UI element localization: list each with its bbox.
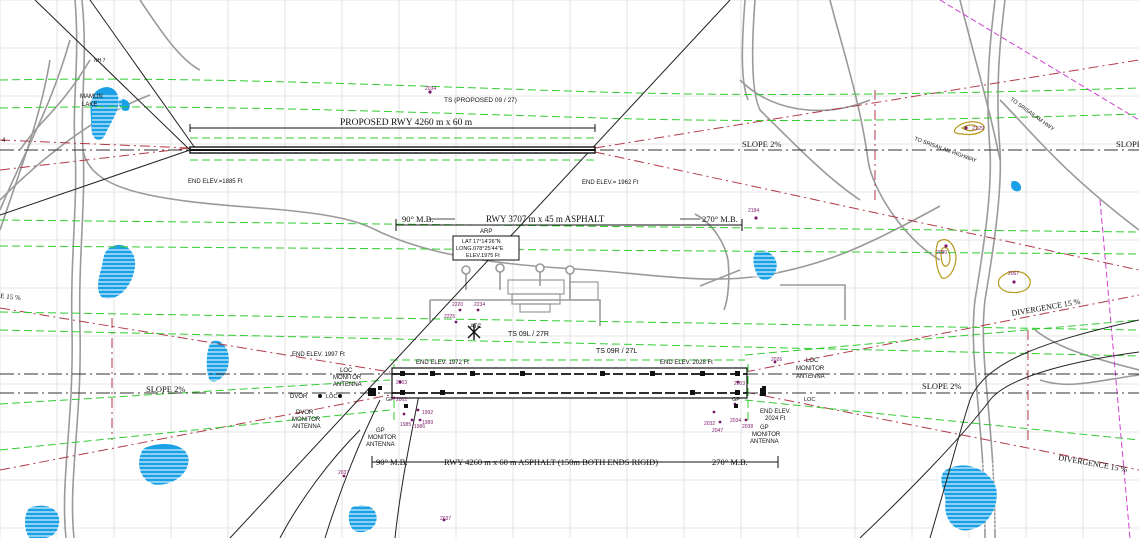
point-2067: 2067 bbox=[1008, 271, 1019, 277]
loc-monitor-right-1: LOC bbox=[806, 358, 819, 364]
navaid-markers bbox=[318, 386, 766, 408]
mb-90-bottom-label: 90° M.B. bbox=[376, 457, 408, 467]
transitional-surface-lines bbox=[0, 78, 1139, 451]
point-2184: 2184 bbox=[748, 208, 759, 214]
arp-box bbox=[452, 235, 520, 261]
rwy-4260-asphalt-label: RWY 4260 m x 60 m ASPHALT (150m BOTH END… bbox=[444, 457, 658, 467]
terminal-apron bbox=[507, 279, 599, 313]
end-elev-1972: END ELEV. 1972 Ft bbox=[416, 360, 469, 366]
point-2220: 2220 bbox=[452, 302, 463, 308]
end-elev-1885: END ELEV.=1885 Ft bbox=[188, 179, 243, 185]
terrain-contours bbox=[935, 121, 1031, 294]
dvor-monitor-3: ANTENNA bbox=[292, 424, 321, 430]
point-2034: 2034 bbox=[425, 86, 436, 92]
runway-centerlines bbox=[0, 149, 1139, 394]
arp-label: ARP bbox=[480, 229, 492, 235]
loc-monitor-left-3: ANTENNA bbox=[333, 382, 362, 388]
rwy-3707-label: RWY 3707 m x 45 m ASPHALT bbox=[486, 214, 605, 224]
point-1985: 1985 bbox=[400, 422, 411, 428]
dvor-monitor-2: MONITOR bbox=[292, 417, 321, 423]
divergence-left: E 15 % bbox=[0, 292, 21, 302]
slope-left-label: SLOPE 2% bbox=[146, 384, 185, 394]
boundary-line bbox=[939, 0, 1139, 538]
point-2037: 2037 bbox=[338, 470, 349, 476]
end-elev-2028: END ELEV. 2028 Ft bbox=[660, 360, 713, 366]
existing-runway-bracket bbox=[395, 219, 743, 231]
left-edge-label: 4 bbox=[2, 138, 6, 144]
ts-proposed-label: TS (PROPOSED 09 / 27) bbox=[444, 97, 517, 104]
point-2038: 2038 bbox=[742, 424, 753, 430]
end-elev-1997: END ELEV. 1997 Ft bbox=[292, 352, 345, 358]
point-2047: 2047 bbox=[712, 428, 723, 434]
road-junctions bbox=[461, 263, 575, 275]
point-2003: 2003 bbox=[396, 380, 407, 386]
point-2037b: 2037 bbox=[440, 516, 451, 522]
gp-monitor-left-1: GP bbox=[376, 428, 385, 434]
loc-monitor-right-3: ANTENNA bbox=[796, 374, 825, 380]
gp-monitor-right-3: ANTENNA bbox=[750, 439, 779, 445]
ts-09r-label: TS 09R / 27L bbox=[596, 348, 637, 355]
point-2003b: 2003 bbox=[734, 381, 745, 387]
atc-icon bbox=[467, 324, 481, 340]
proposed-runway-label: PROPOSED RWY 4260 m x 60 m bbox=[340, 118, 473, 128]
arp-long: LONG.078°25'44"E bbox=[456, 246, 504, 252]
point-2026: 2026 bbox=[771, 357, 782, 363]
mb-270-mid-label: 270° M.B. bbox=[702, 214, 738, 224]
dvor-monitor-1: DVOR bbox=[296, 410, 314, 416]
lake-label-line2: LAKE bbox=[82, 102, 97, 108]
loc-monitor-right-2: MONITOR bbox=[796, 366, 825, 372]
spot-elevations: 2034 2129 2184 2080 2067 2220 2234 2225 … bbox=[338, 86, 1019, 522]
end-elev-2024-line2: 2024 Ft bbox=[765, 416, 786, 422]
arp-lat: LAT 17°14'26"N bbox=[462, 239, 501, 245]
gp-monitor-left-3: ANTENNA bbox=[366, 442, 395, 448]
mb-90-mid-label: 90° M.B. bbox=[402, 214, 434, 224]
loc-monitor-left-1: LOC bbox=[340, 368, 353, 374]
end-elev-1962: END ELEV.= 1962 Ft bbox=[582, 180, 639, 186]
slope-top-label: SLOPE 2% bbox=[742, 139, 781, 149]
main-runway bbox=[368, 367, 779, 468]
slope-right-label: SLOPE 2% bbox=[922, 381, 961, 391]
arp-elev: ELEV.1975 Ft bbox=[466, 253, 500, 259]
gp-monitor-right-1: GP bbox=[760, 425, 769, 431]
dvor-label: DVOR bbox=[290, 394, 308, 400]
atc-label: ATC bbox=[470, 324, 482, 330]
gp-monitor-right-2: MONITOR bbox=[752, 432, 781, 438]
lake-label-line1: MAMUN bbox=[80, 94, 103, 100]
mb-270-bottom-label: 270° M.B. bbox=[712, 457, 748, 467]
point-2002: 2002 bbox=[396, 397, 407, 403]
point-2080: 2080 bbox=[936, 250, 947, 256]
point-1989: 1989 bbox=[422, 420, 433, 426]
gp-monitor-left-2: MONITOR bbox=[368, 435, 397, 441]
point-2129: 2129 bbox=[972, 126, 984, 132]
end-elev-2024-line1: END ELEV. bbox=[760, 409, 791, 415]
loc-monitor-left-2: MONITOR bbox=[333, 375, 362, 381]
loc-right-label: LOC bbox=[804, 397, 815, 403]
srisailam-hwy-label: TO SRISAILAM HWY bbox=[1009, 97, 1055, 133]
ts-09l-label: TS 09L / 27R bbox=[508, 331, 549, 338]
point-2032: 2032 bbox=[704, 421, 715, 427]
point-1986: 1986 bbox=[414, 424, 425, 430]
point-2225: 2225 bbox=[444, 314, 455, 320]
point-2234: 2234 bbox=[474, 302, 485, 308]
nh7-label: NH 7 bbox=[94, 58, 106, 64]
water-hatching bbox=[24, 95, 998, 537]
water-bodies bbox=[25, 87, 1021, 538]
divergence-right-top: DIVERGENCE 15 % bbox=[1011, 297, 1082, 318]
proposed-runway bbox=[189, 124, 596, 154]
point-1992: 1992 bbox=[422, 410, 433, 416]
slope-top-right-label: SLOPE bbox=[1116, 139, 1139, 149]
obstacle-surface-lines bbox=[0, 59, 1139, 471]
point-2034b: 2034 bbox=[730, 418, 741, 424]
gp-left-label: GP bbox=[386, 397, 394, 403]
loc-left-label: LOC bbox=[326, 394, 337, 400]
gp-right-label: GP bbox=[732, 397, 740, 403]
divergence-right-bottom: DIVERGENCE 15 % bbox=[1058, 453, 1129, 474]
